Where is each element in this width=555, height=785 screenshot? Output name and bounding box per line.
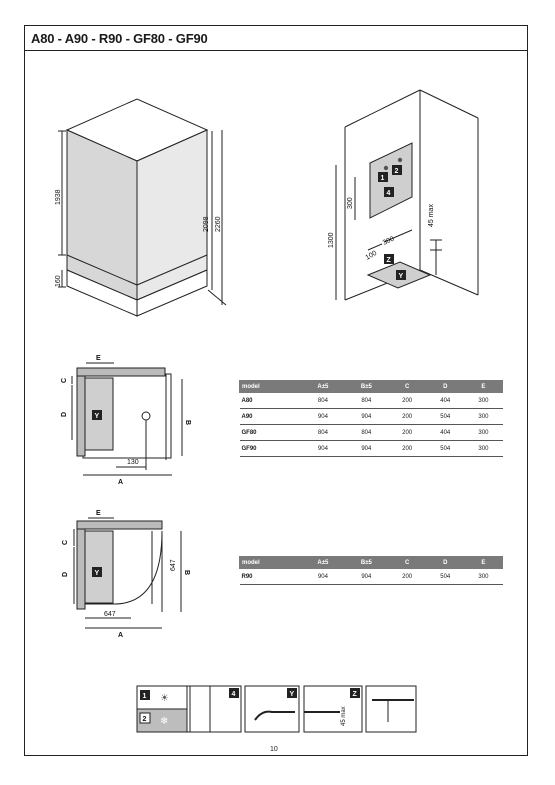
snow-icon: ❄ <box>160 716 168 727</box>
svg-text:45 max: 45 max <box>341 706 347 726</box>
dim-647-h: 647 <box>104 611 116 618</box>
dim-2098: 2098 <box>203 216 210 232</box>
box-z <box>384 254 394 264</box>
table-row: GF90 904 904 200 504 300 <box>239 440 503 457</box>
table-row: A80 804 804 200 404 300 <box>239 392 503 409</box>
page-number: 10 <box>270 746 278 753</box>
col-d: D <box>425 380 465 393</box>
dim-100: 100 <box>365 250 379 262</box>
box-2 <box>392 165 402 175</box>
svg-text:Y: Y <box>290 691 295 698</box>
dim-D-2: D <box>62 572 69 577</box>
box-1 <box>378 172 388 182</box>
svg-text:4: 4 <box>387 190 391 197</box>
dim-B-2: B <box>183 570 190 575</box>
title-divider <box>25 50 527 51</box>
page-frame <box>24 25 528 756</box>
dim-1938: 1938 <box>55 189 62 205</box>
dim-130: 130 <box>127 459 139 466</box>
col-e: E <box>463 380 504 393</box>
table-header-row: model A±5 B±5 C D E <box>239 380 504 393</box>
dim-300-h: 300 <box>382 235 396 246</box>
dim-D: D <box>61 412 68 417</box>
col-b: B±5 <box>344 380 389 393</box>
page-title: A80 - A90 - R90 - GF80 - GF90 <box>31 31 208 46</box>
svg-text:Y: Y <box>95 413 100 420</box>
box-4 <box>384 187 394 197</box>
dim-1300: 1300 <box>328 232 335 248</box>
dim-E: E <box>96 355 101 362</box>
sun-icon: ☀ <box>160 693 169 704</box>
dim-A: A <box>118 479 123 486</box>
col-a: A±5 <box>300 380 346 393</box>
dimensions-table-2: model A±5 B±5 C D E R90 904 904 200 504 … <box>239 556 504 585</box>
table-row: R90 904 904 200 504 300 <box>239 568 503 585</box>
dim-160: 160 <box>55 275 62 287</box>
svg-text:Y: Y <box>95 570 100 577</box>
svg-text:Y: Y <box>399 273 404 280</box>
dim-300-v: 300 <box>347 197 354 209</box>
dim-A-2: A <box>118 632 123 639</box>
dim-C: C <box>61 378 68 383</box>
dim-B: B <box>184 420 191 425</box>
svg-text:4: 4 <box>232 691 236 698</box>
svg-text:2: 2 <box>143 716 147 723</box>
dim-2260: 2260 <box>215 216 222 232</box>
dim-C-2: C <box>62 540 69 545</box>
svg-text:2: 2 <box>395 168 399 175</box>
svg-text:Z: Z <box>387 257 392 264</box>
dim-647-v: 647 <box>170 559 177 571</box>
dim-E-2: E <box>96 510 101 517</box>
dim-45max: 45 max <box>428 204 435 227</box>
box-y <box>396 270 406 280</box>
svg-text:1: 1 <box>143 693 147 700</box>
svg-text:1: 1 <box>381 175 385 182</box>
wall-plate <box>369 142 413 219</box>
svg-text:Z: Z <box>353 691 358 698</box>
dimensions-table-1: model A±5 B±5 C D E A80 804 804 200 404 … <box>239 380 504 457</box>
